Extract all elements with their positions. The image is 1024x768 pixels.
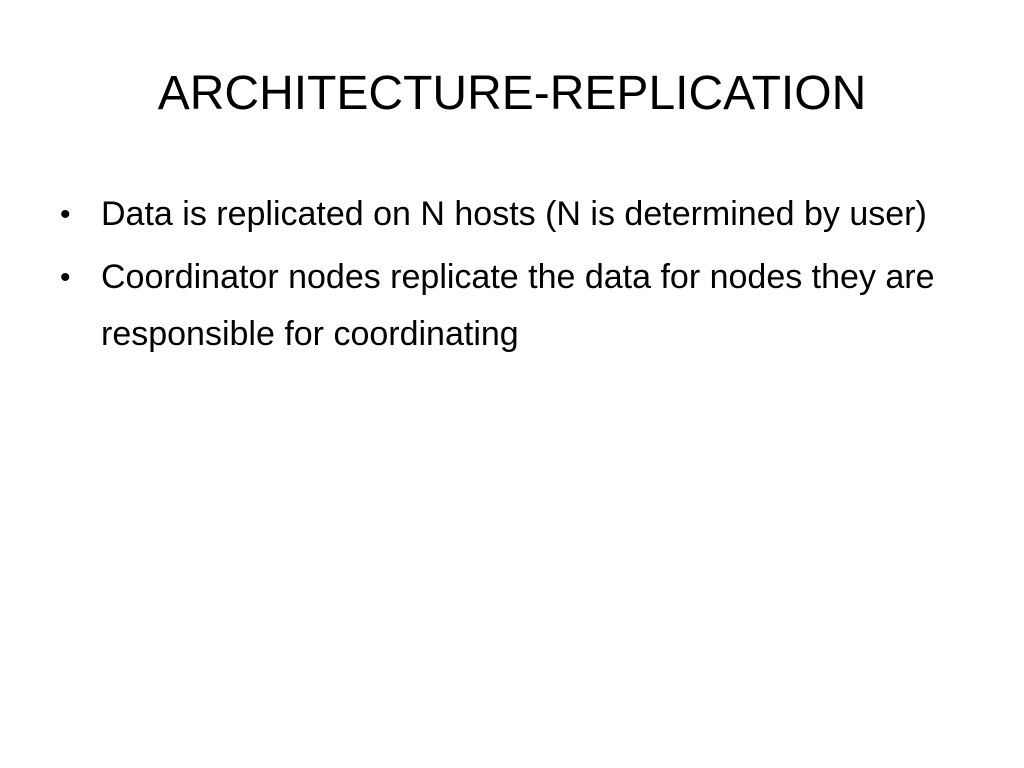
bullet-item: • Data is replicated on N hosts (N is de…	[60, 186, 960, 243]
bullet-marker: •	[60, 198, 71, 231]
bullet-text: Coordinator nodes replicate the data for…	[101, 258, 935, 353]
bullet-list: • Data is replicated on N hosts (N is de…	[60, 186, 960, 369]
slide-title: ARCHITECTURE-REPLICATION	[157, 67, 867, 120]
bullet-text: Data is replicated on N hosts (N is dete…	[101, 195, 927, 233]
bullet-item: • Coordinator nodes replicate the data f…	[60, 249, 960, 363]
bullet-marker: •	[60, 261, 71, 294]
